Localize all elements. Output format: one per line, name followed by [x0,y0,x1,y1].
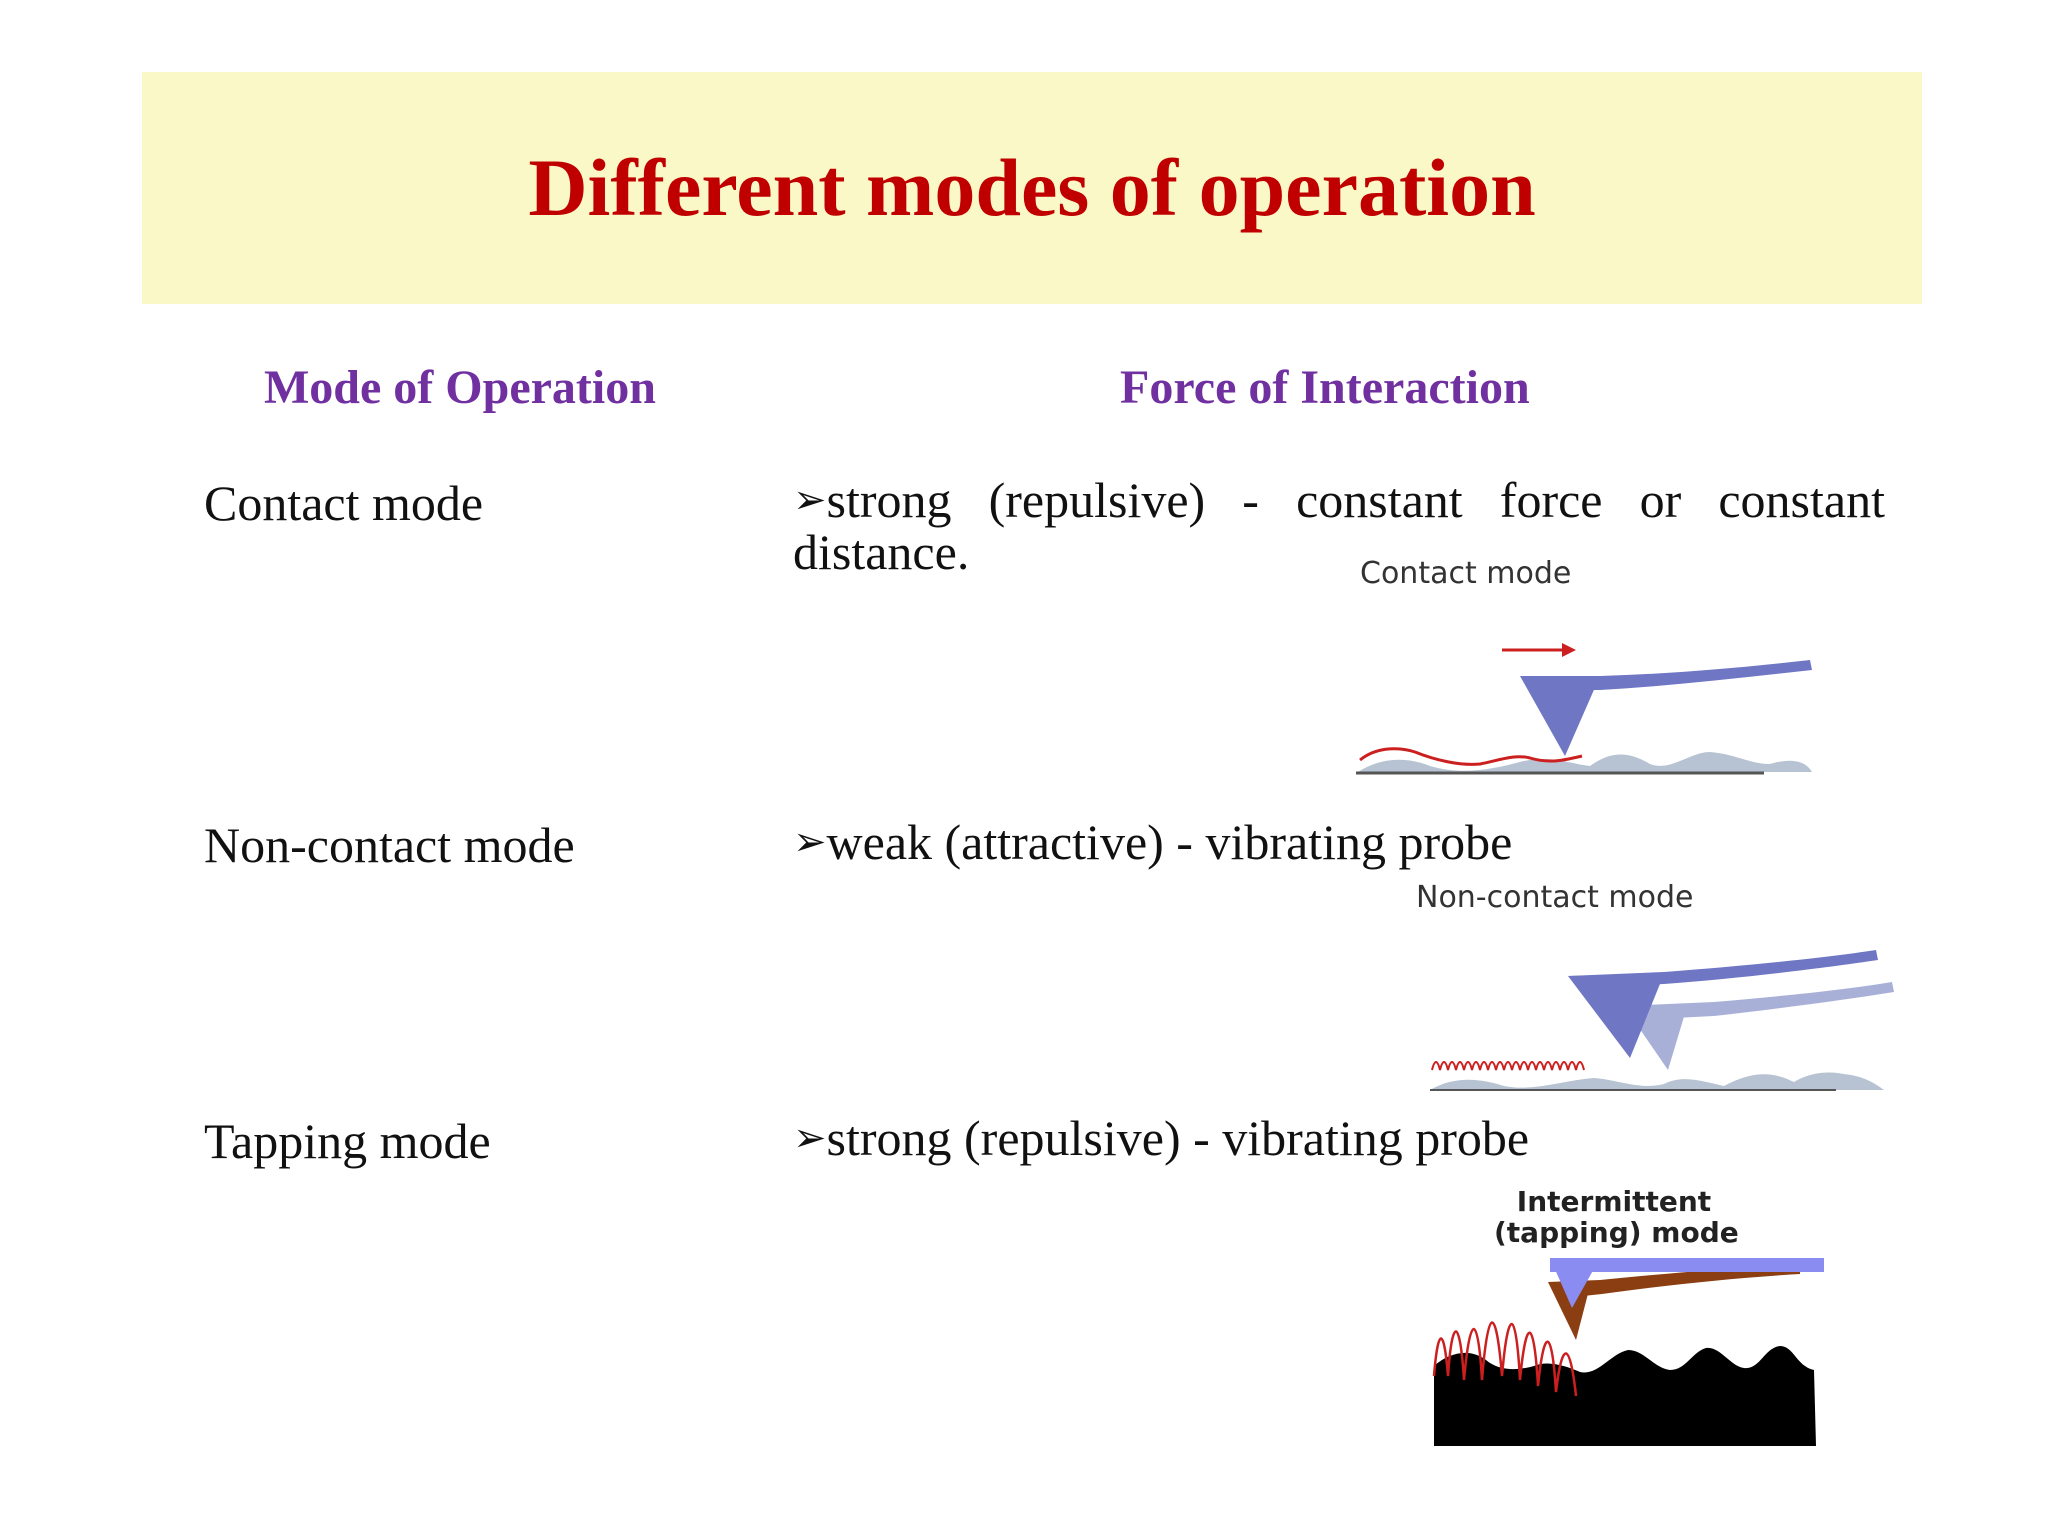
force-text-contact: ➢strong (repulsive) - constant force or … [793,474,1885,578]
non-contact-tip [1568,974,1664,1058]
sample-surface [1430,1072,1884,1090]
tapping-caption-line1: Intermittent [1516,1185,1712,1218]
arrow-bullet-icon: ➢ [793,1115,827,1161]
tip-ghost [1548,1282,1590,1340]
contact-tip [1520,676,1600,756]
mode-label-contact: Contact mode [204,475,484,531]
tapping-caption-line2: (tapping) mode [1494,1216,1739,1249]
arrow-bullet-icon: ➢ [793,819,827,865]
tapping-cantilever [1550,1258,1824,1272]
force-description: strong (repulsive) - vibrating probe [826,1110,1530,1166]
mode-label-tapping: Tapping mode [204,1113,491,1169]
slide-title: Different modes of operation [528,142,1536,233]
force-text-tapping: ➢strong (repulsive) - vibrating probe [793,1112,1529,1164]
header-force-of-interaction: Force of Interaction [1120,361,1530,414]
force-text-non-contact: ➢weak (attractive) - vibrating probe [793,816,1512,868]
scan-direction-arrow-icon [1502,643,1576,657]
tip-trace-line [1359,747,1583,766]
oscillation-trace-line [1432,1321,1578,1397]
non-contact-mode-diagram [1430,950,1894,1091]
non-contact-mode-diagram-caption: Non-contact mode [1416,880,1694,915]
header-mode-of-operation: Mode of Operation [264,361,656,414]
contact-mode-diagram [1356,643,1812,775]
force-description: weak (attractive) - vibrating probe [826,814,1513,870]
cantilever-ghost [1548,1264,1800,1298]
force-description: strong (repulsive) - constant force or c… [793,472,1885,580]
sample-surface [1434,1346,1816,1446]
mode-label-non-contact: Non-contact mode [204,817,575,873]
cantilever-ghost [1624,982,1894,1018]
tapping-mode-diagram-caption: Intermittent (tapping) mode [1494,1185,1739,1249]
tapping-tip [1550,1258,1600,1308]
title-band: Different modes of operation [142,72,1922,304]
oscillation-trace-line [1431,1061,1585,1071]
contact-mode-diagram-caption: Contact mode [1360,556,1572,591]
arrow-bullet-icon: ➢ [793,477,827,523]
sample-surface [1358,752,1812,772]
tapping-mode-diagram [1432,1258,1824,1446]
